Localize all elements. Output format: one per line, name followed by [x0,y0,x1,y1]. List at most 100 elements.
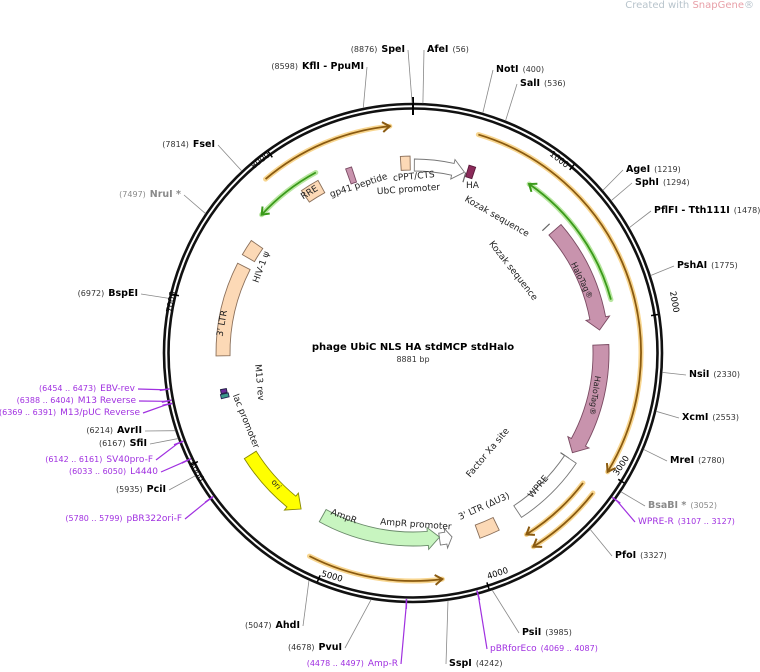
site-leader-line [610,182,633,201]
site-name: EBV-rev [100,384,135,394]
restriction-site-label[interactable]: AfeI56 [427,44,473,56]
orf-arrowhead [605,463,617,474]
site-position: 7814 [162,140,189,149]
orf-arc [309,555,443,582]
primer-label[interactable]: 6142 .. 6161SV40pro-F [41,454,153,466]
site-name: AhdI [275,620,300,631]
site-position: 6214 [86,426,113,435]
site-name: AgeI [626,164,651,175]
restriction-site-label[interactable]: PflFI - Tth111I1478 [654,205,760,217]
restriction-site-label[interactable]: 8598KflI - PpuMI [267,61,364,73]
restriction-site-label[interactable]: 7814FseI [158,139,215,151]
restriction-site-label[interactable]: 6214 AvrII [82,425,142,437]
site-name: PvuI [318,642,342,653]
site-leader-line [505,83,518,121]
site-name: PsiI [522,627,542,638]
orf-glow [475,132,644,475]
site-leader-line [482,69,494,114]
site-name: SspI [449,658,472,669]
site-position: 536 [544,79,566,88]
feature-wpre [513,454,577,519]
site-leader-line [620,491,646,507]
orf-arrowhead [531,538,543,548]
site-position: 3107 .. 3127 [678,517,735,526]
restriction-site-label[interactable]: SalI536 [520,78,570,90]
orf-arc [478,133,642,473]
feature-label-ha[interactable]: HA [466,181,479,191]
restriction-site-label[interactable]: PfoI3327 [615,550,671,562]
site-position: 2780 [698,456,725,465]
site-name: pBR322ori-F [126,514,182,524]
orf-arc [528,183,612,300]
logo-brand: SnapGene [692,0,744,11]
site-position: 400 [523,65,545,74]
primer-mark [173,440,184,446]
site-name: M13/pUC Reverse [60,408,140,418]
restriction-site-label[interactable]: XcmI2553 [682,412,743,424]
restriction-site-label[interactable]: 4678PvuI [284,642,342,654]
feature-ubc-promoter [413,158,466,180]
site-position: 1478 [734,206,760,215]
site-position: 1294 [663,178,690,187]
primer-label[interactable]: 6369 .. 6391M13/pUC Reverse [0,407,140,419]
orf-arrowhead [527,182,538,193]
site-leader-line [155,442,179,461]
feature-kozak-sequence [541,223,551,232]
site-name: SV40pro-F [106,455,153,465]
site-position: 4242 [476,659,503,668]
feature-ha [465,164,477,180]
site-position: 4069 .. 4087 [541,644,598,653]
primer-label[interactable]: 6454 .. 6473EBV-rev [35,383,135,395]
site-name: MreI [670,455,695,466]
site-name: NruI * [149,189,181,200]
restriction-site-label[interactable]: 7497NruI * [115,189,181,201]
site-name: NotI [496,64,519,75]
site-name: L4440 [130,467,158,477]
restriction-site-label[interactable]: BsaBI *3052 [648,500,721,512]
site-name: PshAI [677,260,708,271]
site-position: 4678 [288,643,315,652]
site-leader-line [445,600,449,665]
site-name: WPRE-R [638,517,674,527]
primer-label[interactable]: 5780 .. 5799pBR322ori-F [61,513,182,525]
orf-arc [264,125,390,180]
orf-arc [260,171,317,216]
orf-arrowhead [260,206,270,216]
restriction-site-label[interactable]: MreI2780 [670,455,729,467]
site-name: PfoI [615,550,637,561]
site-position: 3985 [545,628,572,637]
restriction-site-label[interactable]: PshAI1775 [677,260,742,272]
site-leader-line [168,475,196,491]
restriction-site-label[interactable]: SspI 4242 [449,658,506,670]
primer-label[interactable]: 6033 .. 6050L4440 [65,466,158,478]
site-name: AvrII [117,425,142,436]
logo-suffix: ® [744,0,754,11]
restriction-site-label[interactable]: 6972BspEI [74,288,138,300]
site-name: Amp-R [367,659,398,669]
site-leader-line [616,500,636,523]
primer-label[interactable]: 4478 .. 4497Amp-R [303,658,398,670]
site-name: BspEI [108,288,138,299]
site-leader-line [400,604,407,665]
restriction-site-label[interactable]: AgeI1219 [626,164,685,176]
site-name: SphI [635,177,659,188]
restriction-site-label[interactable]: 5935PciI [112,484,166,496]
site-name: XcmI [682,412,709,423]
restriction-site-label[interactable]: 5047AhdI [241,620,300,632]
primer-label[interactable]: pBRforEco 4069 .. 4087 [490,643,602,655]
primer-label[interactable]: 6388 .. 6404M13 Reverse [13,395,136,407]
restriction-site-label[interactable]: 8876SpeI [347,44,405,56]
primer-mark [159,388,170,392]
restriction-site-label[interactable]: SphI 1294 [635,177,694,189]
site-leader-line [662,371,687,376]
restriction-site-label[interactable]: PsiI3985 [522,627,576,639]
site-position: 2330 [713,370,740,379]
tick-mark [650,313,659,317]
feature-3-ltr [215,262,251,357]
restriction-site-label[interactable]: NsiI2330 [689,369,744,381]
site-leader-line [184,499,209,520]
primer-label[interactable]: WPRE-R 3107 .. 3127 [638,516,739,528]
site-name: pBRforEco [490,644,537,654]
restriction-site-label[interactable]: 6167SfiI [95,438,147,450]
restriction-site-label[interactable]: NotI 400 [496,64,548,76]
